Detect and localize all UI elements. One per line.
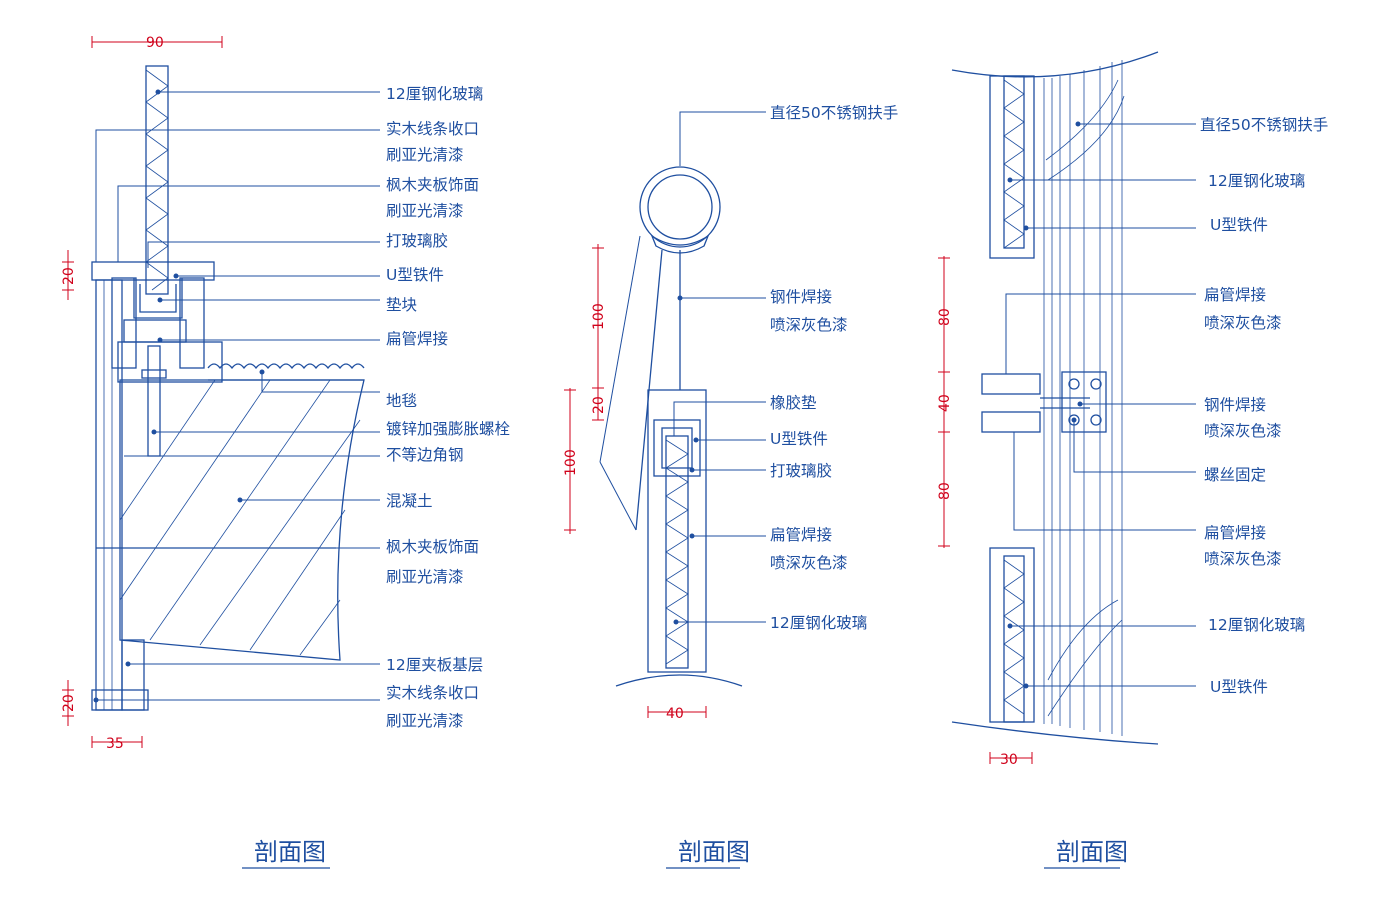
label: 喷深灰色漆 — [1204, 550, 1282, 568]
label: 垫块 — [386, 296, 417, 314]
label: 实木线条收口 — [386, 684, 479, 702]
left-glass — [145, 65, 169, 295]
left-dim-base: 20 — [61, 694, 77, 712]
label: 钢件焊接 — [770, 288, 832, 306]
label: 直径50不锈钢扶手 — [770, 104, 898, 122]
label: 地毯 — [386, 392, 417, 410]
label: 刷亚光清漆 — [386, 202, 464, 220]
right-section: 80 40 80 30 直径50不锈钢扶手 12厘钢化玻璃 U型铁件 扁管焊接 … — [937, 51, 1328, 869]
label: 扁管焊接 — [770, 526, 832, 544]
label: 实木线条收口 — [386, 120, 479, 138]
left-dim-top: 90 — [146, 35, 164, 51]
label: 螺丝固定 — [1204, 466, 1266, 484]
label: 镀锌加强膨胀螺栓 — [386, 420, 510, 438]
label: 枫木夹板饰面 — [386, 538, 479, 556]
middle-labels: 直径50不锈钢扶手 钢件焊接 喷深灰色漆 橡胶垫 U型铁件 打玻璃胶 扁管焊接 … — [770, 104, 898, 632]
right-dim-upper: 80 — [937, 308, 953, 326]
label: 刷亚光清漆 — [386, 568, 464, 586]
label: 喷深灰色漆 — [1204, 314, 1282, 332]
label: 扁管焊接 — [386, 330, 448, 348]
mid-dim-lower: 100 — [563, 449, 579, 476]
label: 刷亚光清漆 — [386, 146, 464, 164]
label: 打玻璃胶 — [386, 232, 448, 250]
label: U型铁件 — [770, 430, 828, 448]
label: 扁管焊接 — [1204, 524, 1266, 542]
label: 12厘钢化玻璃 — [1208, 172, 1305, 190]
mid-dim-width: 40 — [666, 706, 684, 722]
right-title: 剖面图 — [1056, 838, 1128, 866]
right-dim-mid: 40 — [937, 394, 953, 412]
label: 直径50不锈钢扶手 — [1200, 116, 1328, 134]
left-labels: 12厘钢化玻璃 实木线条收口 刷亚光清漆 枫木夹板饰面 刷亚光清漆 打玻璃胶 U… — [386, 85, 510, 730]
middle-section: 100 20 100 40 直径50不锈钢扶手 钢件焊接 喷深灰色漆 橡胶垫 U… — [563, 104, 898, 869]
right-labels: 直径50不锈钢扶手 12厘钢化玻璃 U型铁件 扁管焊接 喷深灰色漆 钢件焊接 喷… — [1200, 116, 1328, 696]
left-dim-width: 35 — [106, 736, 124, 752]
label: 钢件焊接 — [1204, 396, 1266, 414]
left-title: 剖面图 — [254, 838, 326, 866]
label: 喷深灰色漆 — [1204, 422, 1282, 440]
left-dim-cap: 20 — [61, 267, 77, 285]
label: 喷深灰色漆 — [770, 316, 848, 334]
label: 扁管焊接 — [1204, 286, 1266, 304]
label: 12厘钢化玻璃 — [386, 85, 483, 103]
right-dim-lower: 80 — [937, 482, 953, 500]
label: 橡胶垫 — [770, 394, 817, 412]
label: U型铁件 — [1210, 678, 1268, 696]
label: 12厘钢化玻璃 — [770, 614, 867, 632]
label: 不等边角钢 — [386, 446, 464, 464]
label: U型铁件 — [1210, 216, 1268, 234]
label: U型铁件 — [386, 266, 444, 284]
right-dim-width: 30 — [1000, 752, 1018, 768]
label: 混凝土 — [386, 492, 433, 510]
label: 12厘夹板基层 — [386, 656, 483, 674]
label: 打玻璃胶 — [770, 462, 832, 480]
label: 枫木夹板饰面 — [386, 176, 479, 194]
mid-dim-upper: 100 — [591, 303, 607, 330]
label: 12厘钢化玻璃 — [1208, 616, 1305, 634]
label: 喷深灰色漆 — [770, 554, 848, 572]
middle-title: 剖面图 — [678, 838, 750, 866]
mid-dim-gap: 20 — [591, 396, 607, 414]
left-section: 90 20 20 35 12厘钢化玻璃 实木线条收口 刷亚光清漆 枫木夹板饰面 … — [61, 35, 510, 869]
label: 刷亚光清漆 — [386, 712, 464, 730]
